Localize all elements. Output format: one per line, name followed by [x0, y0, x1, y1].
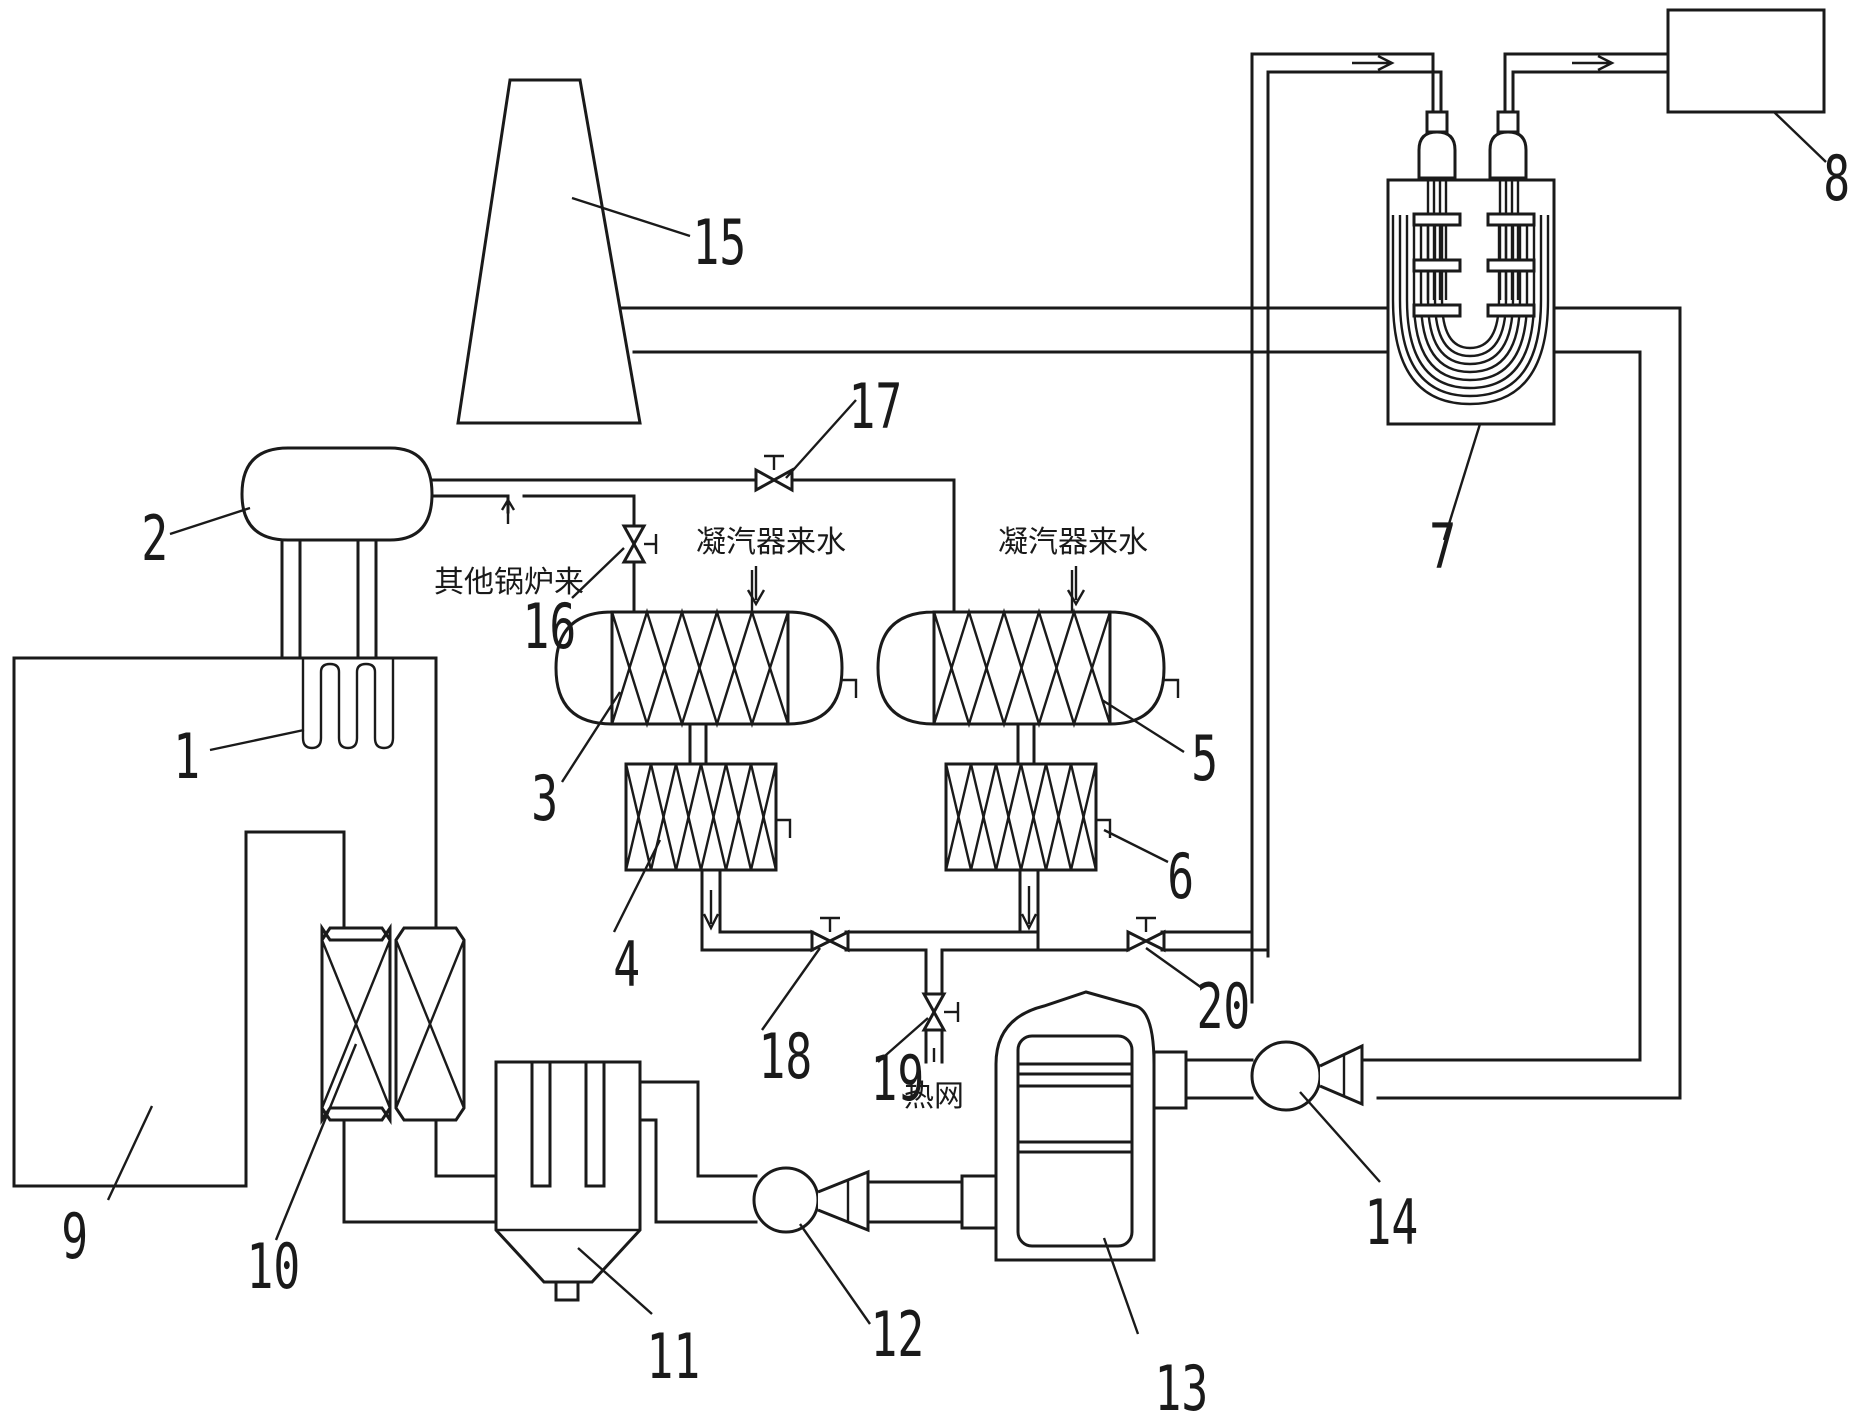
duct-11-12-upper [638, 1080, 758, 1178]
label-1: 1 [173, 721, 200, 793]
duct-10-11-upper [434, 1118, 498, 1178]
heater-3 [554, 607, 858, 729]
outlet-4-inner [718, 868, 814, 934]
cooler-6 [944, 762, 1112, 872]
label-8: 8 [1823, 143, 1850, 215]
label-15: 15 [692, 207, 746, 279]
down-arrow-icon [702, 890, 720, 931]
label-other-boiler: 其他锅炉来 [434, 565, 584, 600]
booster-fan [1250, 1040, 1364, 1112]
label-16: 16 [522, 591, 576, 663]
label-condenser-water-left: 凝汽器来水 [696, 525, 846, 560]
dust-precipitator [494, 1060, 642, 1302]
header-pipe-upper [844, 868, 1022, 934]
steam-main-upper [430, 478, 956, 614]
label-11: 11 [646, 1321, 700, 1393]
flange [1152, 1050, 1188, 1110]
label-4: 4 [613, 929, 640, 1001]
label-6: 6 [1167, 841, 1194, 913]
label-20: 20 [1196, 971, 1250, 1043]
leader-lines [106, 111, 1827, 1335]
down-arrow-icon [1066, 566, 1086, 607]
valve-16 [621, 524, 658, 564]
flow-arrow-icon [1572, 54, 1615, 72]
water-pipe-inner [1266, 70, 1443, 958]
label-3: 3 [531, 763, 558, 835]
flue-duct-7-14-outer [1376, 306, 1682, 1100]
label-18: 18 [758, 1021, 812, 1093]
label-10: 10 [246, 1231, 300, 1303]
cooler-4 [624, 762, 792, 872]
duct-10-11-lower [342, 1118, 498, 1224]
flow-arrow-icon [1352, 54, 1395, 72]
label-9: 9 [61, 1201, 88, 1273]
steam-main-lower [430, 494, 510, 514]
label-2: 2 [141, 503, 168, 575]
down-arrow-icon [746, 566, 766, 607]
steam-drum [240, 446, 434, 542]
label-7: 7 [1429, 511, 1456, 583]
up-arrow-icon [500, 497, 516, 524]
superheater-coil [301, 658, 395, 750]
heater-5 [876, 607, 1180, 729]
water-pipe-outer [1250, 52, 1435, 1004]
pipe-to-8-upper [1503, 52, 1670, 114]
label-14: 14 [1364, 1187, 1418, 1259]
unit-8 [1666, 8, 1826, 114]
valve-18 [810, 916, 850, 953]
valve-20 [1126, 916, 1166, 953]
header-pipe-lower [844, 948, 928, 996]
flue-duct-7-14-inner [1360, 350, 1642, 1062]
boiler-9-outline [12, 656, 438, 1188]
valve-17 [754, 454, 794, 493]
valve-19 [921, 992, 960, 1032]
flange [960, 1174, 998, 1230]
desulfurization-tower [994, 990, 1156, 1262]
label-heat-network: 热网 [904, 1079, 964, 1114]
label-condenser-water-right: 凝汽器来水 [998, 525, 1148, 560]
chimney [456, 78, 642, 425]
label-12: 12 [870, 1299, 924, 1371]
induced-draft-fan [752, 1166, 870, 1234]
down-arrow-icon [1020, 886, 1038, 931]
label-5: 5 [1191, 723, 1218, 795]
duct-11-12-lower [638, 1118, 758, 1224]
air-preheater [320, 923, 466, 1125]
heat-exchanger-7 [1386, 110, 1556, 426]
label-17: 17 [848, 371, 902, 443]
header-pipe-right [940, 868, 1040, 996]
outlet-4-upper [700, 868, 814, 952]
label-19: 19 [870, 1043, 924, 1115]
label-13: 13 [1154, 1353, 1208, 1420]
pipe-to-8-lower [1511, 70, 1670, 114]
